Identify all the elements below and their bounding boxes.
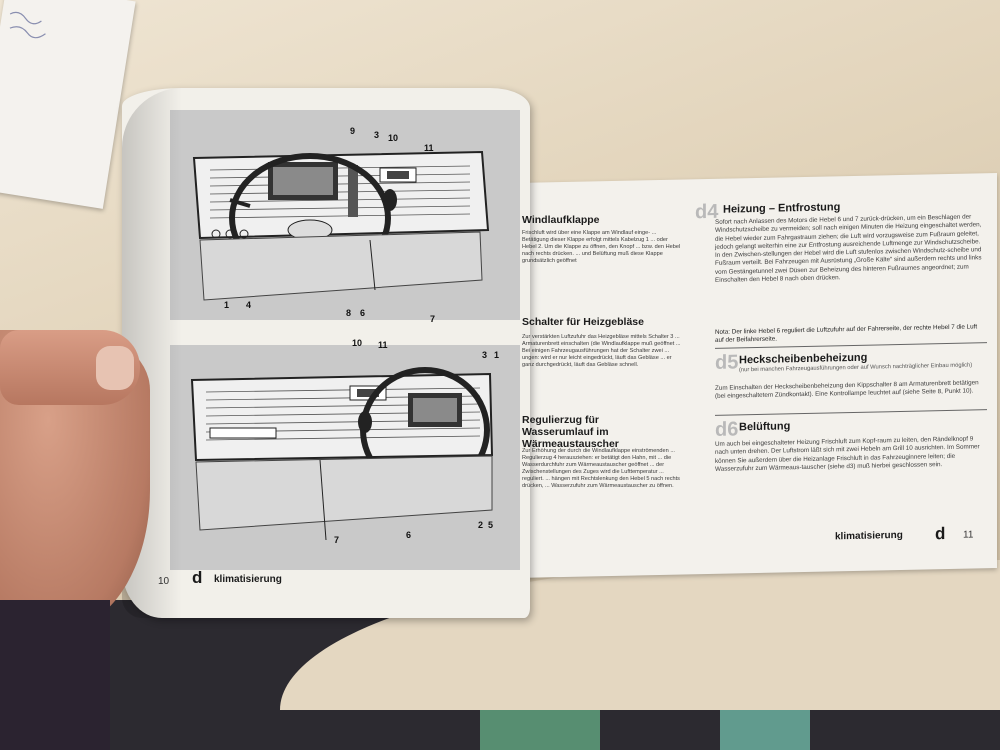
scribble-icon [9,11,46,39]
section-text-d6: Um auch bei eingeschalteter Heizung Fris… [715,435,980,473]
section-title: Windlaufklappe [522,214,600,226]
callout-label: 3 [374,130,380,140]
column-section: Frischluft wird über eine Klappe am Wind… [522,228,682,276]
callout-label: 2 [478,520,484,530]
paper-note [0,0,136,209]
section-text-d4: Sofort nach Anlassen des Motors die Hebe… [715,213,982,284]
callout-label: 4 [246,300,252,310]
callout-label: 5 [488,520,494,530]
column-section: Schalter für Heizgebläse [522,316,682,328]
callout-label: 7 [334,535,340,545]
callout-label: 3 [482,350,488,360]
footer-page-number: 11 [963,529,974,541]
footer-section-title: klimatisierung [214,574,282,585]
footer-section-title: klimatisierung [835,529,903,543]
callout-label: 10 [388,133,399,143]
section-title-d6: Belüftung [739,420,791,434]
dashboard-diagram [170,110,520,570]
section-title: Schalter für Heizgebläse [522,316,644,328]
sleeve [0,600,110,750]
callout-label: 1 [224,300,230,310]
callout-label: 6 [360,308,366,318]
left-page: 9 3 10 11 1 4 8 6 7 10 11 3 1 7 6 2 5 10… [122,88,530,618]
footer-page-number: 10 [158,576,169,587]
thumbnail [96,346,134,390]
column-section: Zur verstärkten Luftzufuhr das Heizgeblä… [522,332,682,382]
section-text: Frischluft wird über eine Klappe am Wind… [522,230,681,264]
footer-section-letter: d [192,568,203,587]
callout-label: 6 [406,530,412,540]
callout-label: 9 [350,126,356,136]
section-text-d5: Zum Einschalten der Heckscheibenbeheizun… [715,379,979,401]
divider [715,409,987,416]
callout-label: 11 [424,143,434,153]
section-text: Zur Erhöhung der durch die Windlaufklapp… [522,448,680,489]
callout-label: 7 [430,314,436,324]
column-section: Regulierzug für Wasserumlauf im Wärmeaus… [522,414,662,450]
section-title: Regulierzug für Wasserumlauf im Wärmeaus… [522,414,619,450]
callout-label: 8 [346,308,352,318]
section-title-d4: Heizung – Entfrostung [723,201,841,216]
callout-label: 1 [494,350,500,360]
callout-label: 10 [352,338,363,348]
section-badge-d5: d5 [715,351,739,374]
column-section: Zur Erhöhung der durch die Windlaufklapp… [522,446,682,506]
column-section: Windlaufklappe [522,214,682,226]
section-badge-d6: d6 [715,418,739,441]
callout-label: 11 [378,340,388,350]
section-text: Zur verstärkten Luftzufuhr das Heizgeblä… [522,334,681,368]
footer-section-letter: d [935,524,946,544]
